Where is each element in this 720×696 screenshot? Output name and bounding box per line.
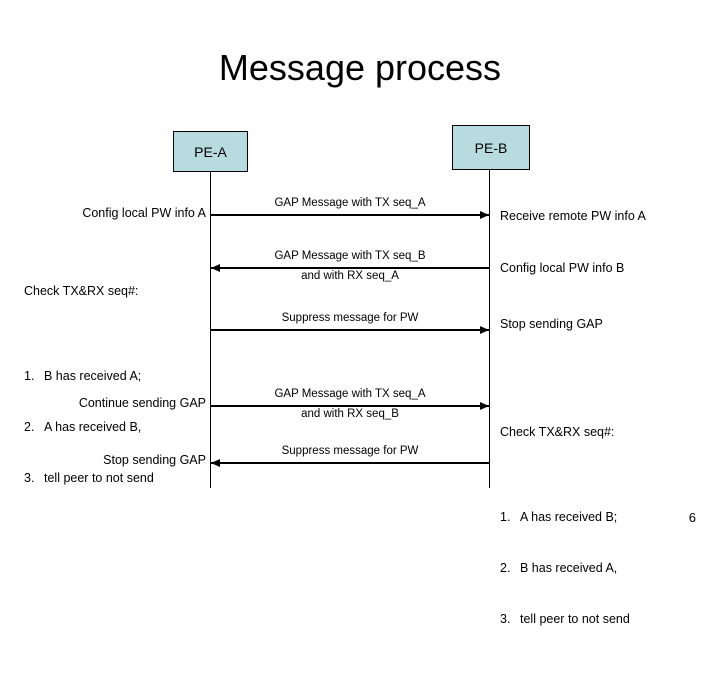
actor-box-pe-a[interactable]: PE-A xyxy=(173,131,248,172)
page-number: 6 xyxy=(688,510,696,525)
message-line xyxy=(211,462,489,464)
arrowhead-left-icon xyxy=(211,459,220,467)
slide-canvas: Message process PE-A PE-B Config local P… xyxy=(24,47,696,626)
message-line xyxy=(211,214,489,216)
arrowhead-right-icon xyxy=(480,326,489,334)
list-item: 2. A has received B, xyxy=(24,419,154,436)
list-item-label: A has received B; xyxy=(520,510,618,524)
note-continue-sending-gap: Continue sending GAP xyxy=(78,396,206,410)
note-config-local-pw-info-a: Config local PW info A xyxy=(82,206,206,220)
message-line xyxy=(211,329,489,331)
note-check-seq-b: Check TX&RX seq#: 1. A has received B; 2… xyxy=(500,390,630,696)
list-item-number: 1. xyxy=(500,510,511,524)
message-label-5: Suppress message for PW xyxy=(281,445,419,457)
list-item-number: 2. xyxy=(24,420,35,434)
list-item: 3. tell peer to not send xyxy=(500,611,630,628)
page-title: Message process xyxy=(218,47,502,88)
note-receive-remote-pw-info-a: Receive remote PW info A xyxy=(500,209,646,223)
message-line xyxy=(211,267,489,269)
list-item-number: 2. xyxy=(500,561,511,575)
message-label-3: Suppress message for PW xyxy=(281,312,419,324)
list-item-number: 3. xyxy=(24,471,35,485)
actor-box-pe-b[interactable]: PE-B xyxy=(452,125,530,170)
note-check-seq-a-heading: Check TX&RX seq#: xyxy=(24,284,139,298)
list-item-label: tell peer to not send xyxy=(520,612,630,626)
list-item-label: tell peer to not send xyxy=(44,471,154,485)
arrowhead-right-icon xyxy=(480,402,489,410)
list-item-label: B has received A, xyxy=(520,561,618,575)
lifeline-pe-b xyxy=(489,170,490,488)
note-check-seq-b-list: 1. A has received B; 2. B has received A… xyxy=(500,475,630,662)
list-item: 3. tell peer to not send xyxy=(24,470,154,487)
note-stop-sending-gap-right: Stop sending GAP xyxy=(500,317,603,331)
list-item-number: 3. xyxy=(500,612,511,626)
list-item: 2. B has received A, xyxy=(500,560,630,577)
actor-label-pe-b: PE-B xyxy=(474,139,508,156)
note-check-seq-a-list: 1. B has received A; 2. A has received B… xyxy=(24,334,154,521)
arrowhead-right-icon xyxy=(480,211,489,219)
message-label-4-line2: and with RX seq_B xyxy=(301,408,399,420)
note-stop-sending-gap-left: Stop sending GAP xyxy=(103,453,206,467)
message-label-2-line1: GAP Message with TX seq_B xyxy=(274,250,426,262)
actor-label-pe-a: PE-A xyxy=(194,143,227,160)
note-check-seq-b-heading: Check TX&RX seq#: xyxy=(500,425,615,439)
note-config-local-pw-info-b: Config local PW info B xyxy=(500,261,625,275)
message-label-1: GAP Message with TX seq_A xyxy=(274,197,426,209)
lifeline-pe-a xyxy=(210,172,211,488)
message-line xyxy=(211,405,489,407)
list-item: 1. B has received A; xyxy=(24,368,154,385)
list-item-label: B has received A; xyxy=(44,369,142,383)
arrowhead-left-icon xyxy=(211,264,220,272)
message-label-2-line2: and with RX seq_A xyxy=(301,270,399,282)
note-check-seq-a: Check TX&RX seq#: 1. B has received A; 2… xyxy=(24,249,154,555)
list-item-label: A has received B, xyxy=(44,420,142,434)
message-label-4-line1: GAP Message with TX seq_A xyxy=(274,388,426,400)
list-item-number: 1. xyxy=(24,369,35,383)
list-item: 1. A has received B; xyxy=(500,509,630,526)
